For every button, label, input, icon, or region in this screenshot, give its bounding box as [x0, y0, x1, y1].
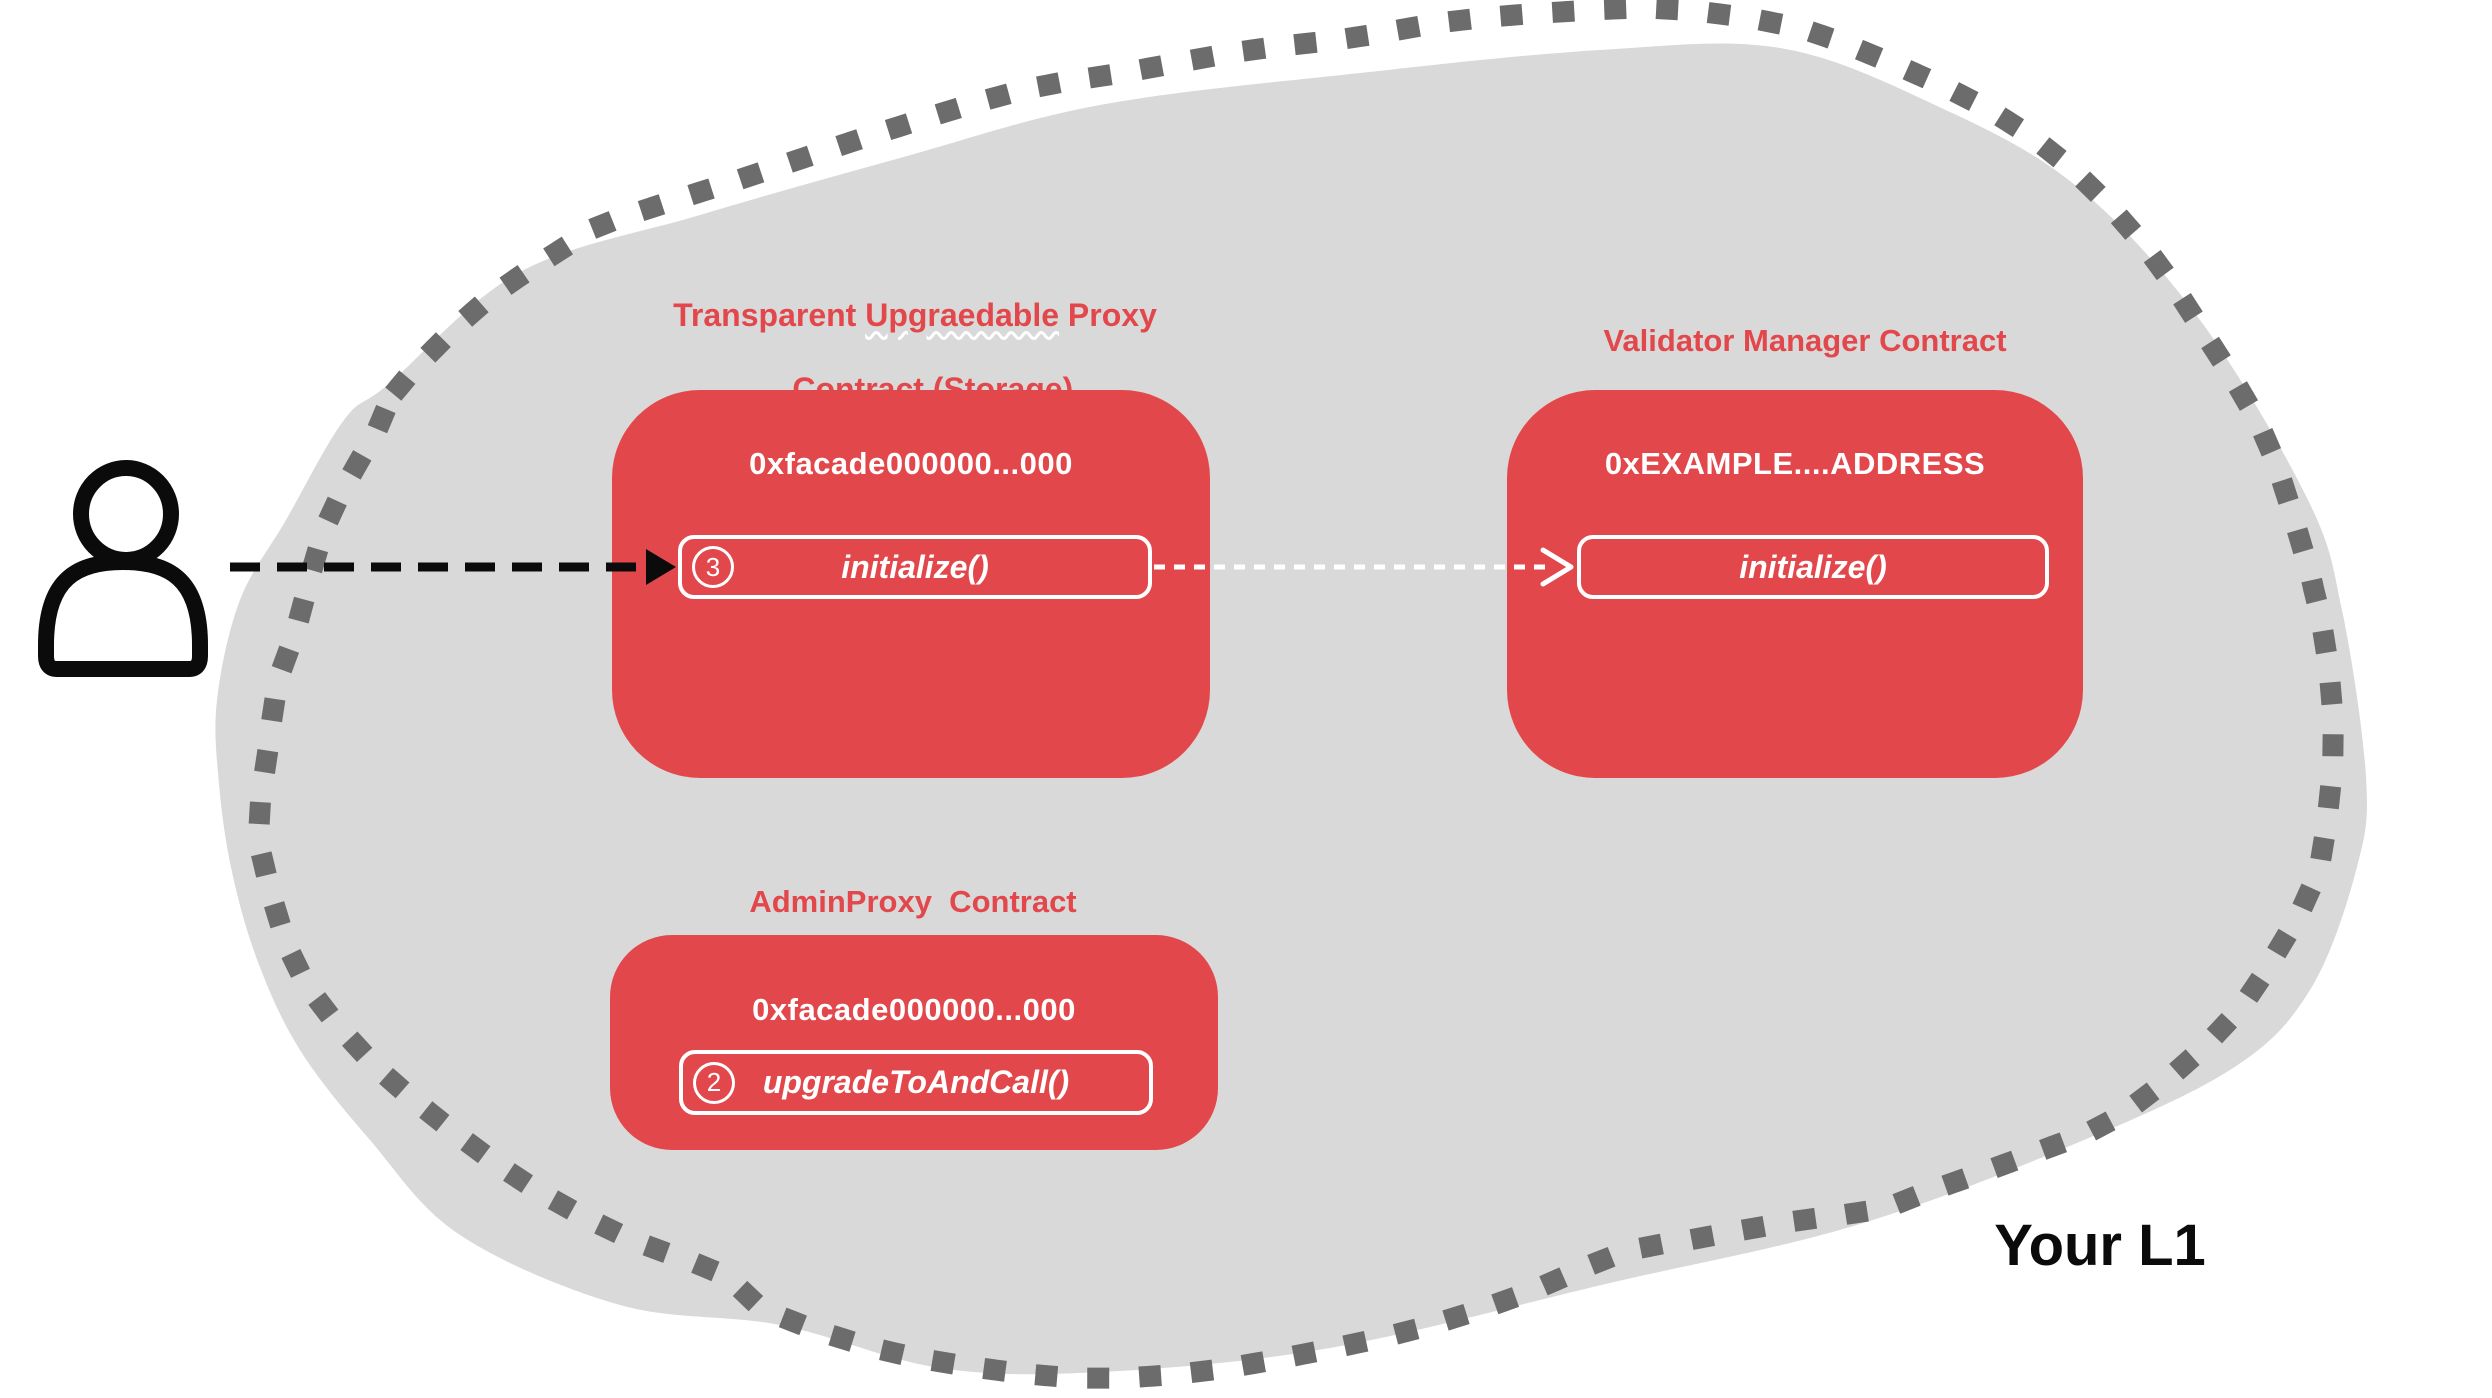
admin-proxy-contract-address: 0xfacade000000...000 — [752, 992, 1076, 1027]
step-2-badge: 2 — [693, 1061, 735, 1104]
admin-upgrade-label: upgradeToAndCall() — [762, 1064, 1070, 1100]
region-label-your-l1: Your L1 — [1994, 1213, 2206, 1278]
proxy-title-misspelled-word: Upgraedable — [865, 297, 1060, 333]
step-3-badge: 3 — [692, 546, 734, 588]
validator-contract-title: Validator Manager Contract — [1603, 323, 2007, 358]
proxy-initialize-method-pill: 3 initialize() — [678, 535, 1152, 599]
proxy-contract-address: 0xfacade000000...000 — [749, 446, 1073, 481]
user-icon — [38, 460, 208, 677]
validator-initialize-label: initialize() — [1739, 548, 1887, 585]
proxy-title-line2: Contract (Storage) — [792, 371, 1074, 407]
call-arrow-user-to-proxy — [230, 549, 676, 585]
validator-contract-address: 0xEXAMPLE....ADDRESS — [1604, 446, 1986, 481]
proxy-title-text-2: Proxy — [1059, 297, 1157, 333]
admin-upgrade-method-pill: 2 upgradeToAndCall() — [679, 1050, 1153, 1115]
admin-proxy-contract-box — [610, 935, 1218, 1150]
proxy-contract-title: Transparent Upgraedable Proxy Contract (… — [565, 297, 1265, 445]
proxy-title-text: Transparent — [673, 297, 866, 333]
admin-proxy-contract-title: AdminProxy Contract — [749, 884, 1077, 919]
proxy-initialize-label: initialize() — [841, 548, 989, 585]
validator-initialize-method-pill: initialize() — [1577, 535, 2049, 599]
